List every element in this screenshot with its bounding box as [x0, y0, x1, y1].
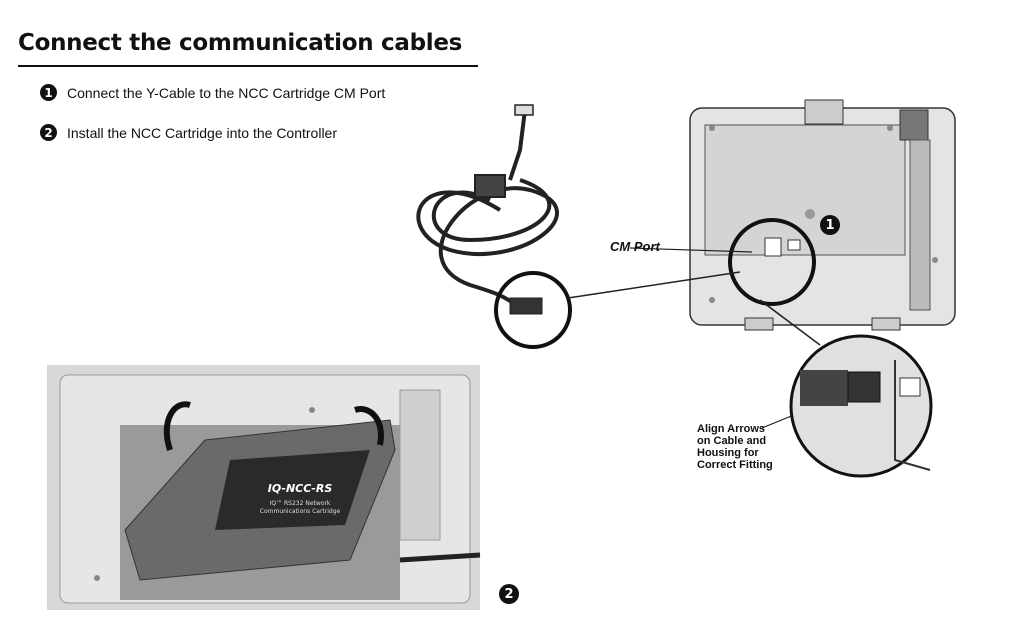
y-cable-drawing	[416, 104, 851, 429]
cartridge-label: IQ-NCC-RS	[268, 482, 333, 495]
step-1: 1 Connect the Y-Cable to the NCC Cartrid…	[40, 84, 385, 101]
step-2: 2 Install the NCC Cartridge into the Con…	[40, 124, 337, 141]
page-title: Connect the communication cables	[18, 30, 463, 56]
callout-2: 2	[499, 584, 519, 604]
cartridge-sublabel-1: IQ™ RS232 Network	[270, 500, 331, 507]
magnified-port-detail	[789, 334, 933, 478]
controller-housing-drawing	[689, 99, 956, 331]
align-line-2: on Cable and	[697, 435, 767, 447]
align-arrows-label: Align Arrows on Cable and Housing for Co…	[697, 423, 797, 471]
title-divider	[18, 65, 478, 67]
step-number-1: 1	[40, 84, 57, 101]
controller-photo: IQ-NCC-RS IQ™ RS232 Network Communicatio…	[47, 365, 481, 610]
callout-1: 1	[820, 215, 840, 235]
align-line-1: Align Arrows	[697, 423, 766, 435]
align-line-3: Housing for	[697, 447, 759, 459]
step-text-1: Connect the Y-Cable to the NCC Cartridge…	[67, 84, 386, 101]
step-text-2: Install the NCC Cartridge into the Contr…	[67, 124, 338, 141]
cm-port-label: CM Port	[610, 239, 660, 254]
cartridge-sublabel-2: Communications Cartridge	[260, 508, 341, 515]
align-line-4: Correct Fitting	[697, 459, 773, 471]
step-number-2: 2	[40, 124, 57, 141]
